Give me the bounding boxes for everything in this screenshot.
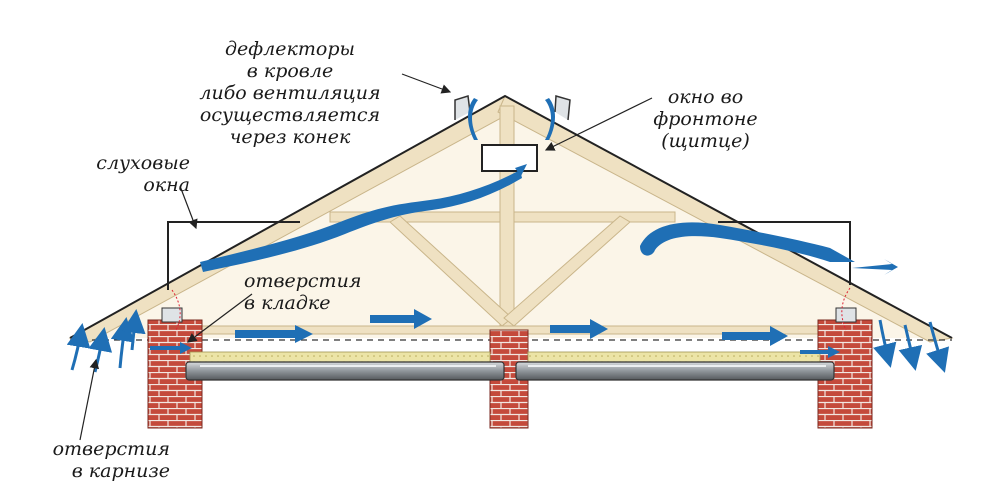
- airflow-arrows: [150, 98, 898, 358]
- leader-lines: [79, 73, 653, 441]
- deflectors-label-line: либо вентиляция: [199, 82, 381, 104]
- dormer-windows-label-line: слуховые: [96, 152, 190, 174]
- floor-slab: [185, 351, 835, 381]
- deflectors-label-line: в кровле: [246, 60, 334, 82]
- dormer-windows-label: слуховые окна: [60, 152, 190, 196]
- dormer-windows-label-line: окна: [143, 174, 190, 196]
- masonry-openings-label: отверстия в кладке: [244, 270, 394, 314]
- eave-openings-label-line: в карнизе: [71, 460, 170, 482]
- deflectors-label-line: дефлекторы: [225, 38, 355, 60]
- deflectors-label: дефлекторы в кровле либо вентиляция осущ…: [190, 38, 390, 148]
- gable-window-label-line: фронтоне: [653, 108, 758, 130]
- masonry-openings-label-line: отверстия: [244, 270, 362, 292]
- deflectors-label-line: осуществляется: [199, 104, 381, 126]
- ridge-deflectors: [454, 95, 571, 121]
- gable-window-label: окно во фронтоне (щитце): [648, 86, 763, 152]
- dormer-windows: [167, 221, 851, 290]
- masonry-openings-label-line: в кладке: [244, 292, 331, 314]
- gable-window-label-line: (щитце): [661, 130, 750, 152]
- eave-openings-label: отверстия в карнизе: [20, 438, 170, 482]
- gable-window: [481, 144, 538, 172]
- gable-window-label-line: окно во: [667, 86, 744, 108]
- deflectors-label-line: через конек: [229, 126, 351, 148]
- eave-openings-label-line: отверстия: [52, 438, 170, 460]
